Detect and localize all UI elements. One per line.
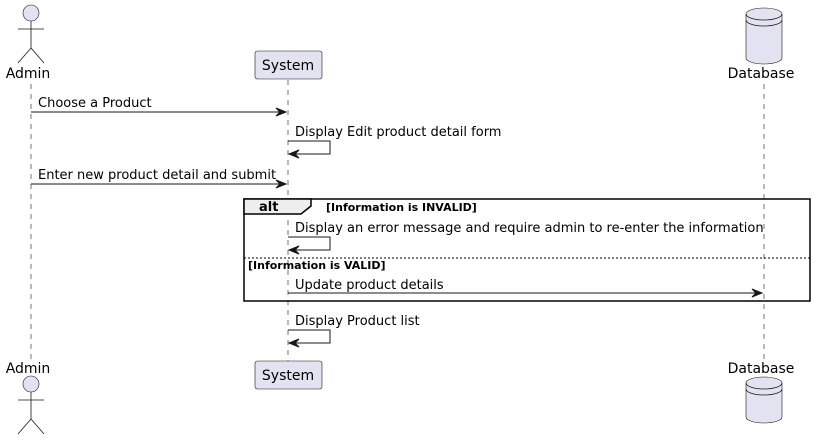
arrowhead-icon <box>751 288 764 298</box>
message-display-product-list: Display Product list <box>287 314 420 348</box>
alt-guard-invalid: [Information is INVALID] <box>326 201 477 214</box>
arrowhead-icon <box>287 245 300 255</box>
arrowhead-icon <box>275 107 288 117</box>
arrowhead-icon <box>287 338 300 348</box>
stick-figure-icon <box>17 4 45 64</box>
system-label-top: System <box>262 58 314 74</box>
database-participant-top: Database <box>728 7 795 82</box>
database-icon <box>745 7 783 65</box>
system-participant-top: System <box>254 50 323 80</box>
message-label: Display an error message and require adm… <box>295 221 764 236</box>
system-label-bottom: System <box>262 368 314 384</box>
admin-label-bottom: Admin <box>6 361 51 377</box>
admin-label-top: Admin <box>6 66 51 82</box>
message-label: Enter new product detail and submit <box>38 168 276 183</box>
alt-fragment: alt [Information is INVALID] [Informatio… <box>243 198 811 302</box>
alt-guard-valid: [Information is VALID] <box>248 259 386 272</box>
system-participant-bottom: System <box>254 360 323 390</box>
message-display-edit-form: Display Edit product detail form <box>287 125 501 159</box>
message-label: Choose a Product <box>38 96 152 111</box>
database-participant-bottom: Database <box>728 361 795 424</box>
message-update-product: Update product details <box>288 278 764 298</box>
database-label-top: Database <box>728 66 795 82</box>
message-label: Display Product list <box>295 314 420 329</box>
alt-tab <box>243 198 312 215</box>
database-label-bottom: Database <box>728 361 795 377</box>
alt-keyword: alt <box>259 200 278 215</box>
message-display-error: Display an error message and require adm… <box>287 221 764 255</box>
message-label: Update product details <box>295 278 444 293</box>
arrowhead-icon <box>287 149 300 159</box>
message-choose-product: Choose a Product <box>31 96 288 117</box>
admin-actor-bottom: Admin <box>6 361 51 435</box>
database-icon <box>745 376 783 424</box>
admin-actor-top: Admin <box>6 4 51 82</box>
stick-figure-icon <box>17 375 45 435</box>
message-label: Display Edit product detail form <box>295 125 501 140</box>
message-enter-product-detail: Enter new product detail and submit <box>31 168 288 189</box>
arrowhead-icon <box>275 179 288 189</box>
